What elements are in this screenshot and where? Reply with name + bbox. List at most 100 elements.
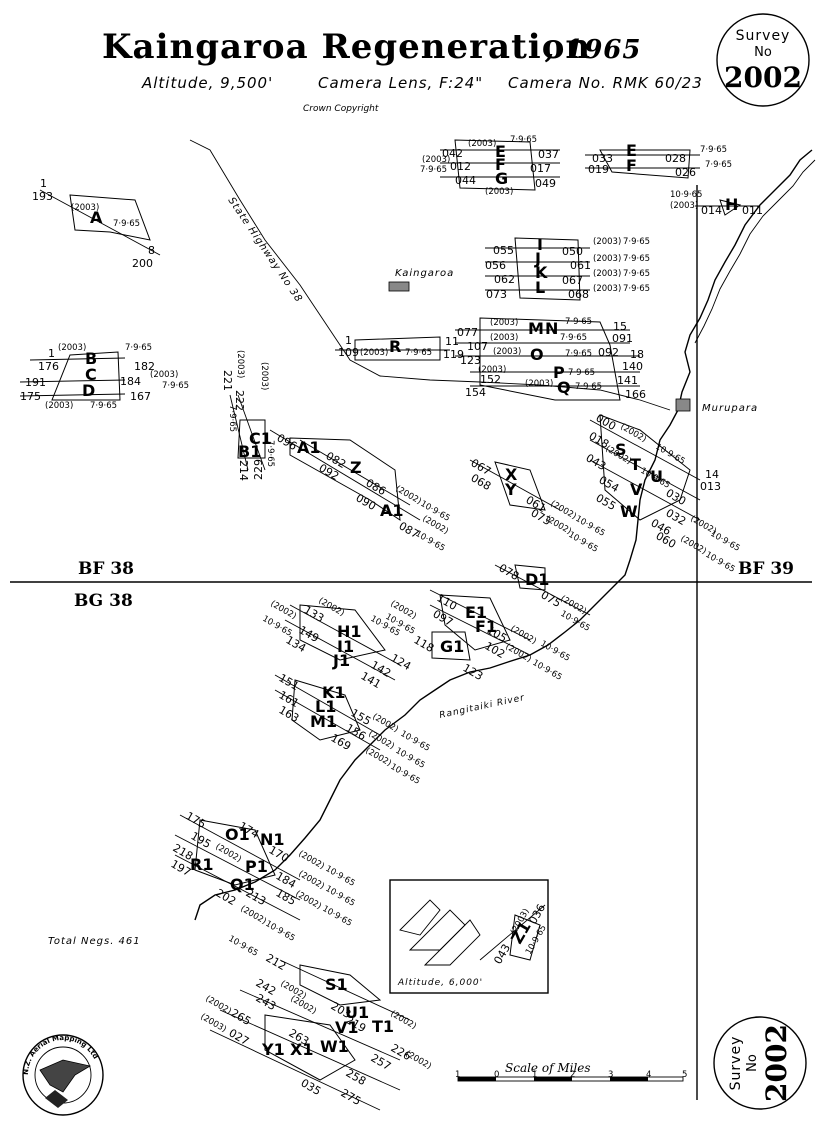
svg-text:(2002): (2002): [509, 624, 538, 647]
block-label-a1-second: A1: [380, 501, 404, 520]
svg-text:7·9·65: 7·9·65: [623, 237, 650, 247]
block-label-f: F: [495, 155, 506, 174]
badge-bottom-number: 2002: [760, 1024, 793, 1102]
svg-text:019: 019: [588, 163, 609, 176]
murupara-town-marker: [675, 398, 691, 412]
svg-text:062: 062: [494, 273, 515, 286]
svg-text:7·9·65: 7·9·65: [623, 284, 650, 294]
svg-text:000: 000: [594, 411, 619, 433]
svg-text:15: 15: [613, 320, 627, 333]
survey-badge-top: Survey No 2002: [716, 13, 810, 107]
svg-text:(2003): (2003): [493, 347, 521, 357]
svg-text:061: 061: [570, 259, 591, 272]
block-label-q: Q: [557, 378, 571, 397]
block-label-n: N: [545, 319, 558, 338]
place-kaingaroa: Kaingaroa: [395, 268, 454, 279]
block-label-r: R: [389, 337, 401, 356]
svg-text:(2003): (2003): [235, 350, 245, 378]
block-label-m1: M1: [310, 712, 337, 731]
scale-tick-4: 4: [646, 1070, 651, 1080]
block-label-c1: C1: [249, 429, 272, 448]
svg-text:10·9·65: 10·9·65: [670, 190, 702, 200]
svg-text:214: 214: [237, 460, 250, 481]
block-label-g: G: [495, 169, 508, 188]
svg-text:(2002): (2002): [204, 994, 233, 1017]
svg-text:7·9·65: 7·9·65: [565, 317, 592, 327]
svg-text:7·9·65: 7·9·65: [510, 135, 537, 145]
svg-text:191: 191: [25, 376, 46, 389]
block-label-d: D: [82, 381, 95, 400]
svg-text:030: 030: [664, 486, 689, 508]
block-label-o1: O1: [225, 825, 250, 844]
svg-text:042: 042: [442, 147, 463, 160]
svg-text:10·9·65: 10·9·65: [709, 529, 742, 554]
svg-text:10·9·65: 10·9·65: [264, 919, 297, 944]
crown-copyright: Crown Copyright: [303, 104, 379, 114]
svg-text:(2003): (2003): [259, 362, 269, 390]
block-label-q1: Q1: [230, 875, 255, 894]
svg-text:(2002): (2002): [297, 869, 326, 892]
svg-text:(2003): (2003): [360, 348, 388, 358]
svg-text:14: 14: [705, 468, 719, 481]
svg-text:167: 167: [130, 390, 151, 403]
svg-text:(2002): (2002): [214, 842, 243, 865]
svg-text:(2002): (2002): [294, 889, 323, 912]
svg-text:7·9·65: 7·9·65: [162, 381, 189, 391]
badge-number: 2002: [724, 61, 802, 94]
svg-text:10·9·65: 10·9·65: [321, 904, 354, 929]
svg-text:11: 11: [445, 335, 459, 348]
aerial-mapping-logo: N.Z. Aerial Mapping Ltd: [22, 1034, 104, 1116]
block-label-s1: S1: [325, 975, 348, 994]
svg-text:140: 140: [622, 360, 643, 373]
block-label-h: H: [725, 195, 738, 214]
svg-text:10·9·65: 10·9·65: [539, 639, 572, 664]
svg-text:091: 091: [612, 332, 633, 345]
block-label-t1: T1: [372, 1017, 394, 1036]
svg-text:141: 141: [617, 374, 638, 387]
svg-text:012: 012: [450, 160, 471, 173]
block-label-p1: P1: [245, 857, 268, 876]
map-title-year: , 1965: [544, 35, 641, 65]
svg-text:1: 1: [345, 334, 352, 347]
svg-text:119: 119: [443, 348, 464, 361]
block-label-y: Y: [504, 480, 517, 499]
svg-text:213: 213: [244, 886, 269, 908]
block-label-u1: U1: [345, 1003, 369, 1022]
svg-text:123: 123: [461, 661, 486, 683]
svg-text:044: 044: [455, 174, 476, 187]
svg-text:(2003): (2003): [71, 203, 99, 213]
block-label-w1: W1: [320, 1037, 349, 1056]
block-label-n1: N1: [260, 830, 285, 849]
state-highway-line: [189, 139, 671, 411]
svg-text:7·9·65: 7·9·65: [700, 145, 727, 155]
block-label-b: B: [85, 349, 97, 368]
block-label-v: V: [630, 480, 643, 499]
svg-text:(2003): (2003): [593, 254, 621, 264]
badge-bottom-survey-word: Survey: [728, 1036, 744, 1091]
svg-text:090: 090: [354, 491, 379, 513]
svg-text:175: 175: [20, 390, 41, 403]
svg-text:229: 229: [252, 459, 265, 480]
svg-text:258: 258: [344, 1066, 369, 1088]
svg-text:(2003): (2003): [525, 379, 553, 389]
svg-text:257: 257: [369, 1051, 394, 1073]
block-label-l: L: [535, 278, 545, 297]
block-label-x: X: [505, 465, 518, 484]
svg-text:(2003): (2003): [45, 401, 73, 411]
svg-text:7·9·65: 7·9·65: [405, 348, 432, 358]
svg-text:7·9·65: 7·9·65: [623, 254, 650, 264]
block-label-s: S: [615, 440, 627, 459]
block-label-m: M: [528, 319, 544, 338]
svg-text:243: 243: [254, 991, 279, 1013]
svg-text:182: 182: [134, 360, 155, 373]
svg-text:(2003): (2003): [490, 318, 518, 328]
block-label-e1: E1: [465, 603, 487, 622]
subtitle-camera: Camera No. RMK 60/23: [508, 74, 703, 92]
kaingaroa-town-marker: [388, 281, 410, 292]
svg-text:037: 037: [538, 148, 559, 161]
survey-block-r: 109 1 (2003) R 7·9·65 11 119: [335, 334, 464, 361]
block-label-l1: L1: [315, 697, 336, 716]
neg-193: 193: [32, 190, 53, 203]
svg-text:7·9·65: 7·9·65: [227, 405, 237, 432]
svg-text:107: 107: [467, 340, 488, 353]
